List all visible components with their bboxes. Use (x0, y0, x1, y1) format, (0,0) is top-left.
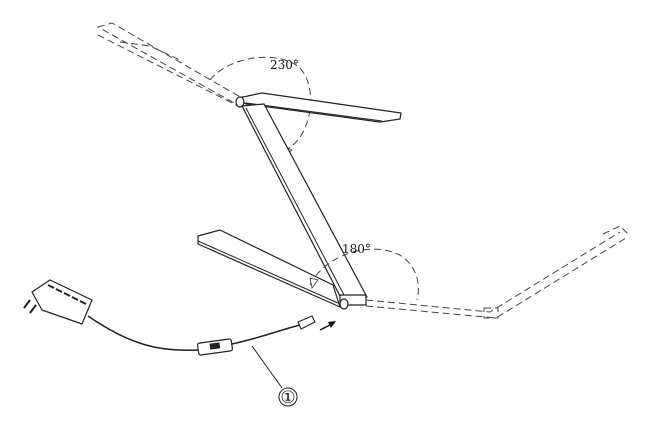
angle-arc-180: 180° (309, 242, 419, 301)
callout-1: ① (251, 345, 298, 408)
plug-direction-arrow (319, 321, 336, 331)
arrow-head-icon (309, 277, 319, 289)
angle-label-180: 180° (342, 242, 371, 256)
lamp-arm (241, 103, 368, 301)
angle-label-230: 230° (270, 58, 299, 72)
inline-switch (196, 338, 234, 356)
power-adapter (23, 279, 93, 325)
unfolded-lamp-dashed (365, 225, 631, 319)
lamp-head (235, 92, 402, 123)
top-arm-dashed-position (96, 22, 243, 107)
callout-label: ① (280, 388, 295, 408)
lamp-base (197, 229, 367, 310)
power-cable (87, 315, 316, 352)
